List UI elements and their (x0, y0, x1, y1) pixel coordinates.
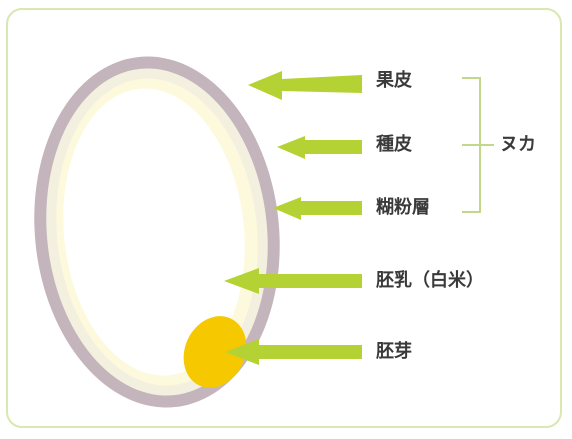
label-seed-coat: 種皮 (376, 134, 412, 155)
label-pericarp: 果皮 (376, 70, 412, 91)
label-endosperm: 胚乳（白米） (376, 270, 484, 291)
arrow-pericarp (248, 71, 362, 100)
label-bran: ヌカ (500, 134, 536, 155)
arrow-germ (225, 339, 362, 365)
germ (183, 316, 247, 388)
endosperm (63, 88, 245, 376)
arrow-endosperm (224, 268, 362, 294)
arrow-seed-coat (277, 136, 362, 159)
arrow-aleurone (273, 197, 362, 220)
label-germ: 胚芽 (376, 341, 412, 362)
label-aleurone: 糊粉層 (376, 197, 430, 218)
